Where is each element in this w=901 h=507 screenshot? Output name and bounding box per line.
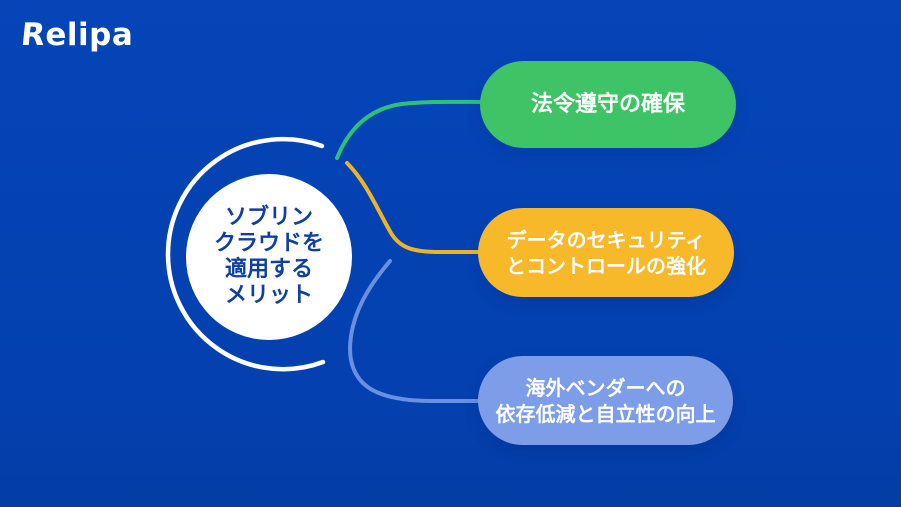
- center-topic-line: クラウドを: [213, 231, 324, 256]
- branch-node-security: データのセキュリティ とコントロールの強化: [478, 208, 734, 297]
- branch-node-compliance: 法令遵守の確保: [480, 61, 736, 148]
- connector-security: [345, 161, 482, 254]
- branch-label: とコントロールの強化: [506, 253, 706, 278]
- center-topic: ソブリン クラウドを 適用する メリット: [188, 174, 350, 340]
- center-topic-line: メリット: [224, 283, 313, 308]
- center-topic-line: ソブリン: [224, 205, 313, 230]
- branch-label: データのセキュリティ: [506, 227, 706, 252]
- center-topic-line: 適用する: [224, 257, 313, 282]
- connector-compliance: [335, 99, 486, 160]
- branch-label: 依存低減と自立性の向上: [495, 401, 716, 426]
- logo-wordmark-rest: elipa: [45, 17, 134, 53]
- connector-independence: [348, 259, 482, 403]
- relipa-logo: Relipa: [19, 17, 134, 53]
- branch-label: 法令遵守の確保: [530, 91, 685, 117]
- center-ring-arc: [165, 137, 326, 372]
- branch-label: 海外ベンダーへの: [525, 375, 686, 400]
- branch-node-independence: 海外ベンダーへの 依存低減と自立性の向上: [478, 356, 733, 445]
- center-circle: [186, 174, 352, 340]
